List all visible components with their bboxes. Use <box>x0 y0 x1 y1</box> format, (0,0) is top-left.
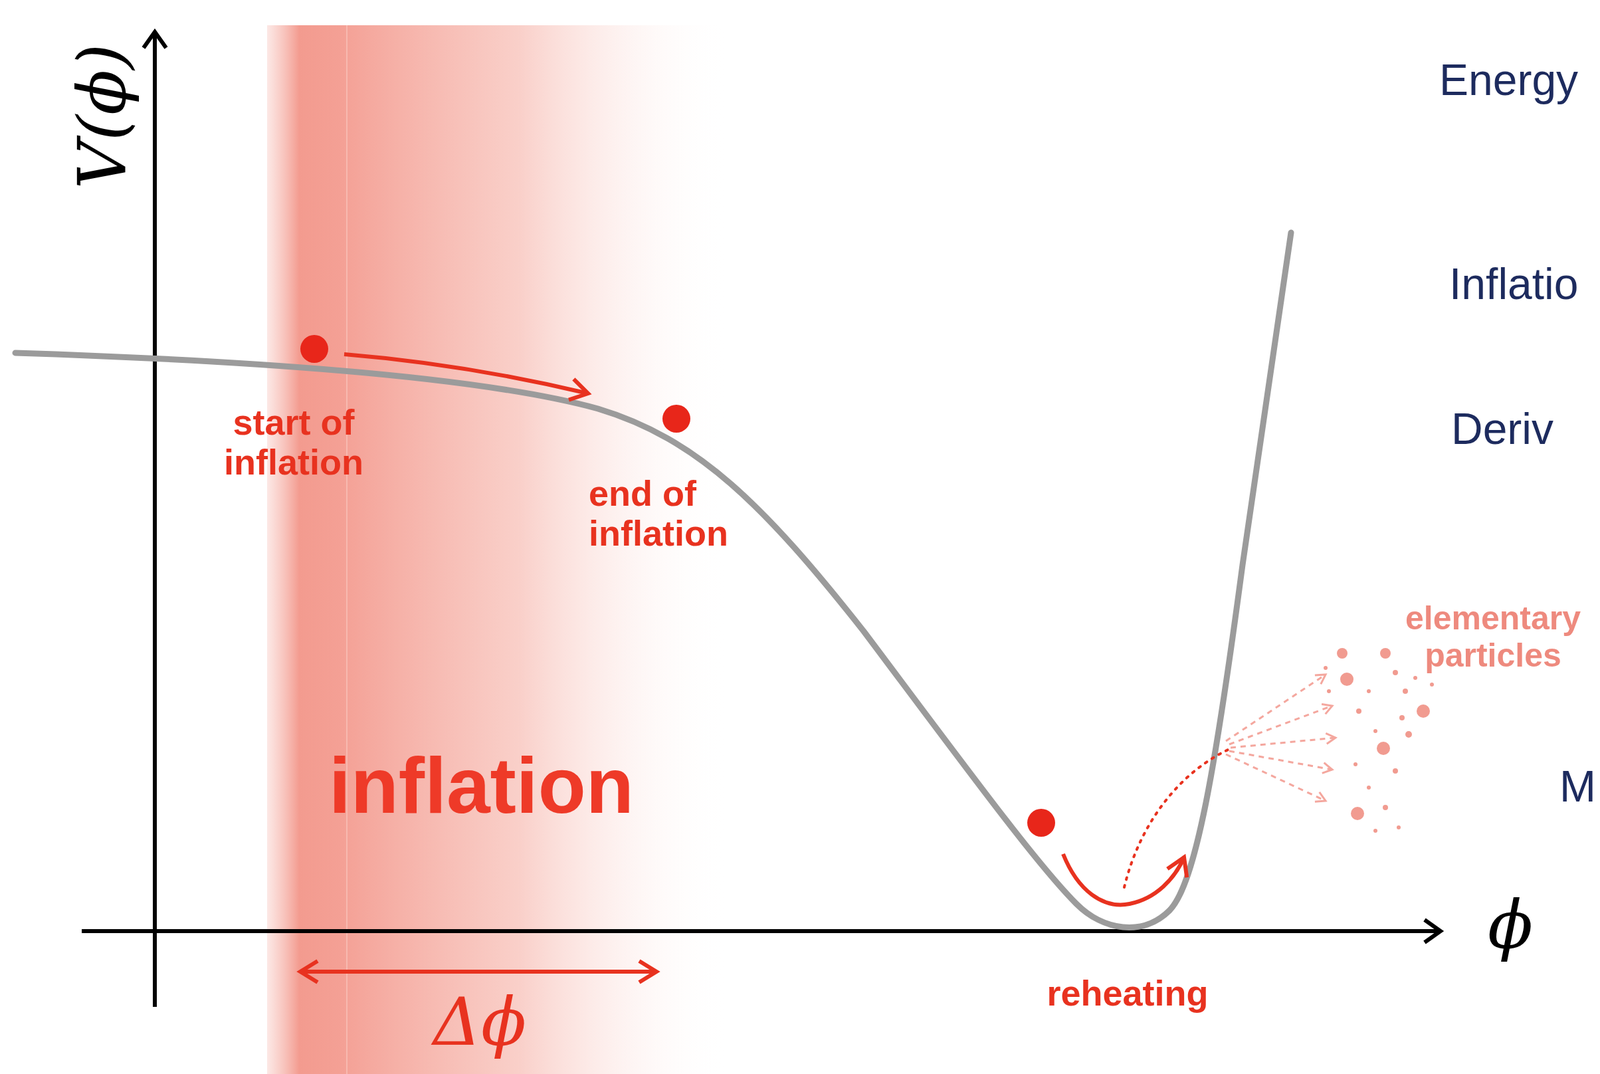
field-dot <box>300 334 329 363</box>
x-axis <box>81 928 1441 933</box>
band-line <box>346 25 348 1074</box>
side-heading: Inflatio <box>1449 259 1579 309</box>
phase-label: end of inflation <box>588 473 769 554</box>
field-dot <box>1027 808 1056 837</box>
range-label: Δϕ <box>433 985 527 1059</box>
region-label: inflation <box>328 742 634 830</box>
potential-curve <box>15 232 1292 927</box>
y-axis <box>152 31 157 1007</box>
side-heading: Energy <box>1439 55 1579 105</box>
particle-dots <box>1323 647 1434 833</box>
oscillation-arrow <box>1063 853 1185 905</box>
roll-arrow <box>344 354 589 394</box>
axis-label: ϕ <box>1487 888 1533 962</box>
field-dot <box>662 404 691 433</box>
side-heading: Deriv <box>1451 404 1554 454</box>
range-arrow <box>300 969 657 974</box>
particle-fan <box>1225 674 1336 801</box>
side-heading: M <box>1559 762 1597 811</box>
decay-path <box>1124 747 1233 888</box>
axis-label: V(ϕ) <box>65 43 139 189</box>
phase-label: reheating <box>1046 972 1208 1013</box>
phase-label: start of inflation <box>203 401 384 483</box>
particles-label: elementary particles <box>1390 599 1597 674</box>
